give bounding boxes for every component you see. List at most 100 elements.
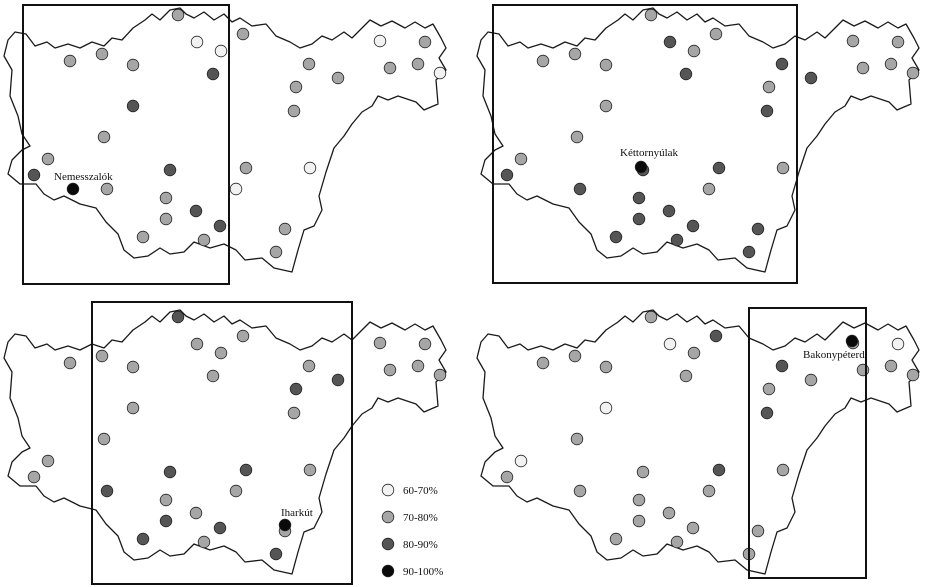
station-marker <box>536 54 550 68</box>
station-marker <box>287 104 301 118</box>
station-marker <box>702 484 716 498</box>
station-marker <box>570 432 584 446</box>
station-marker <box>303 463 317 477</box>
station-marker <box>373 34 387 48</box>
station-marker <box>100 484 114 498</box>
station-marker <box>163 465 177 479</box>
station-marker <box>302 57 316 71</box>
station-marker <box>776 161 790 175</box>
station-marker <box>289 80 303 94</box>
station-marker <box>663 337 677 351</box>
station-marker <box>331 373 345 387</box>
station-marker <box>171 8 185 22</box>
station-marker <box>303 161 317 175</box>
station-marker <box>95 349 109 363</box>
station-marker <box>687 44 701 58</box>
station-marker <box>573 484 587 498</box>
station-marker <box>27 470 41 484</box>
station-marker <box>236 329 250 343</box>
station-marker <box>197 233 211 247</box>
station-marker <box>189 506 203 520</box>
station-marker <box>383 363 397 377</box>
highlight-station-marker <box>66 182 80 196</box>
station-marker <box>599 360 613 374</box>
station-marker <box>197 535 211 549</box>
highlight-station-label: Bakonypéterd <box>803 349 865 361</box>
station-marker <box>599 58 613 72</box>
station-marker <box>568 47 582 61</box>
map-panel-1: Nemesszalók <box>3 4 447 285</box>
station-marker <box>775 57 789 71</box>
highlight-station-marker <box>634 160 648 174</box>
station-marker <box>760 406 774 420</box>
station-marker <box>214 346 228 360</box>
station-marker <box>213 219 227 233</box>
focus-area-frame <box>748 307 867 579</box>
station-marker <box>670 535 684 549</box>
station-marker <box>239 161 253 175</box>
station-marker <box>632 212 646 226</box>
station-marker <box>41 152 55 166</box>
map-panel-4: Bakonypéterd <box>476 307 920 579</box>
station-marker <box>776 463 790 477</box>
station-marker <box>891 35 905 49</box>
station-marker <box>906 368 920 382</box>
station-marker <box>269 547 283 561</box>
station-marker <box>663 35 677 49</box>
station-marker <box>804 71 818 85</box>
legend-swatch <box>381 483 395 497</box>
station-marker <box>891 337 905 351</box>
station-marker <box>686 521 700 535</box>
station-marker <box>686 219 700 233</box>
station-marker <box>775 359 789 373</box>
station-marker <box>599 99 613 113</box>
station-marker <box>433 368 447 382</box>
station-marker <box>662 204 676 218</box>
focus-area-frame <box>492 4 798 284</box>
station-marker <box>126 360 140 374</box>
station-marker <box>670 233 684 247</box>
legend-label: 80-90% <box>403 539 438 551</box>
focus-area-frame <box>22 4 230 285</box>
station-marker <box>679 369 693 383</box>
station-marker <box>171 310 185 324</box>
legend: 60-70%70-80%80-90%90-100% <box>381 483 443 578</box>
station-marker <box>27 168 41 182</box>
highlight-station-label: Nemesszalók <box>54 171 113 183</box>
station-marker <box>190 337 204 351</box>
station-marker <box>95 47 109 61</box>
station-marker <box>418 337 432 351</box>
station-marker <box>159 212 173 226</box>
station-marker <box>229 484 243 498</box>
station-marker <box>500 470 514 484</box>
station-marker <box>287 406 301 420</box>
station-marker <box>126 401 140 415</box>
station-marker <box>536 356 550 370</box>
highlight-station-label: Kéttornyúlak <box>620 147 679 159</box>
station-marker <box>514 454 528 468</box>
station-marker <box>97 130 111 144</box>
station-marker <box>190 35 204 49</box>
station-marker <box>760 104 774 118</box>
station-marker <box>662 506 676 520</box>
station-marker <box>289 382 303 396</box>
station-marker <box>709 329 723 343</box>
station-marker <box>278 222 292 236</box>
station-marker <box>63 356 77 370</box>
legend-label: 90-100% <box>403 566 443 578</box>
station-marker <box>856 363 870 377</box>
station-marker <box>679 67 693 81</box>
station-marker <box>632 514 646 528</box>
station-marker <box>636 465 650 479</box>
station-marker <box>573 182 587 196</box>
legend-label: 70-80% <box>403 512 438 524</box>
station-marker <box>411 359 425 373</box>
station-marker <box>213 521 227 535</box>
station-marker <box>644 310 658 324</box>
legend-swatch <box>381 510 395 524</box>
station-marker <box>383 61 397 75</box>
station-marker <box>206 67 220 81</box>
station-marker <box>742 245 756 259</box>
station-marker <box>762 80 776 94</box>
